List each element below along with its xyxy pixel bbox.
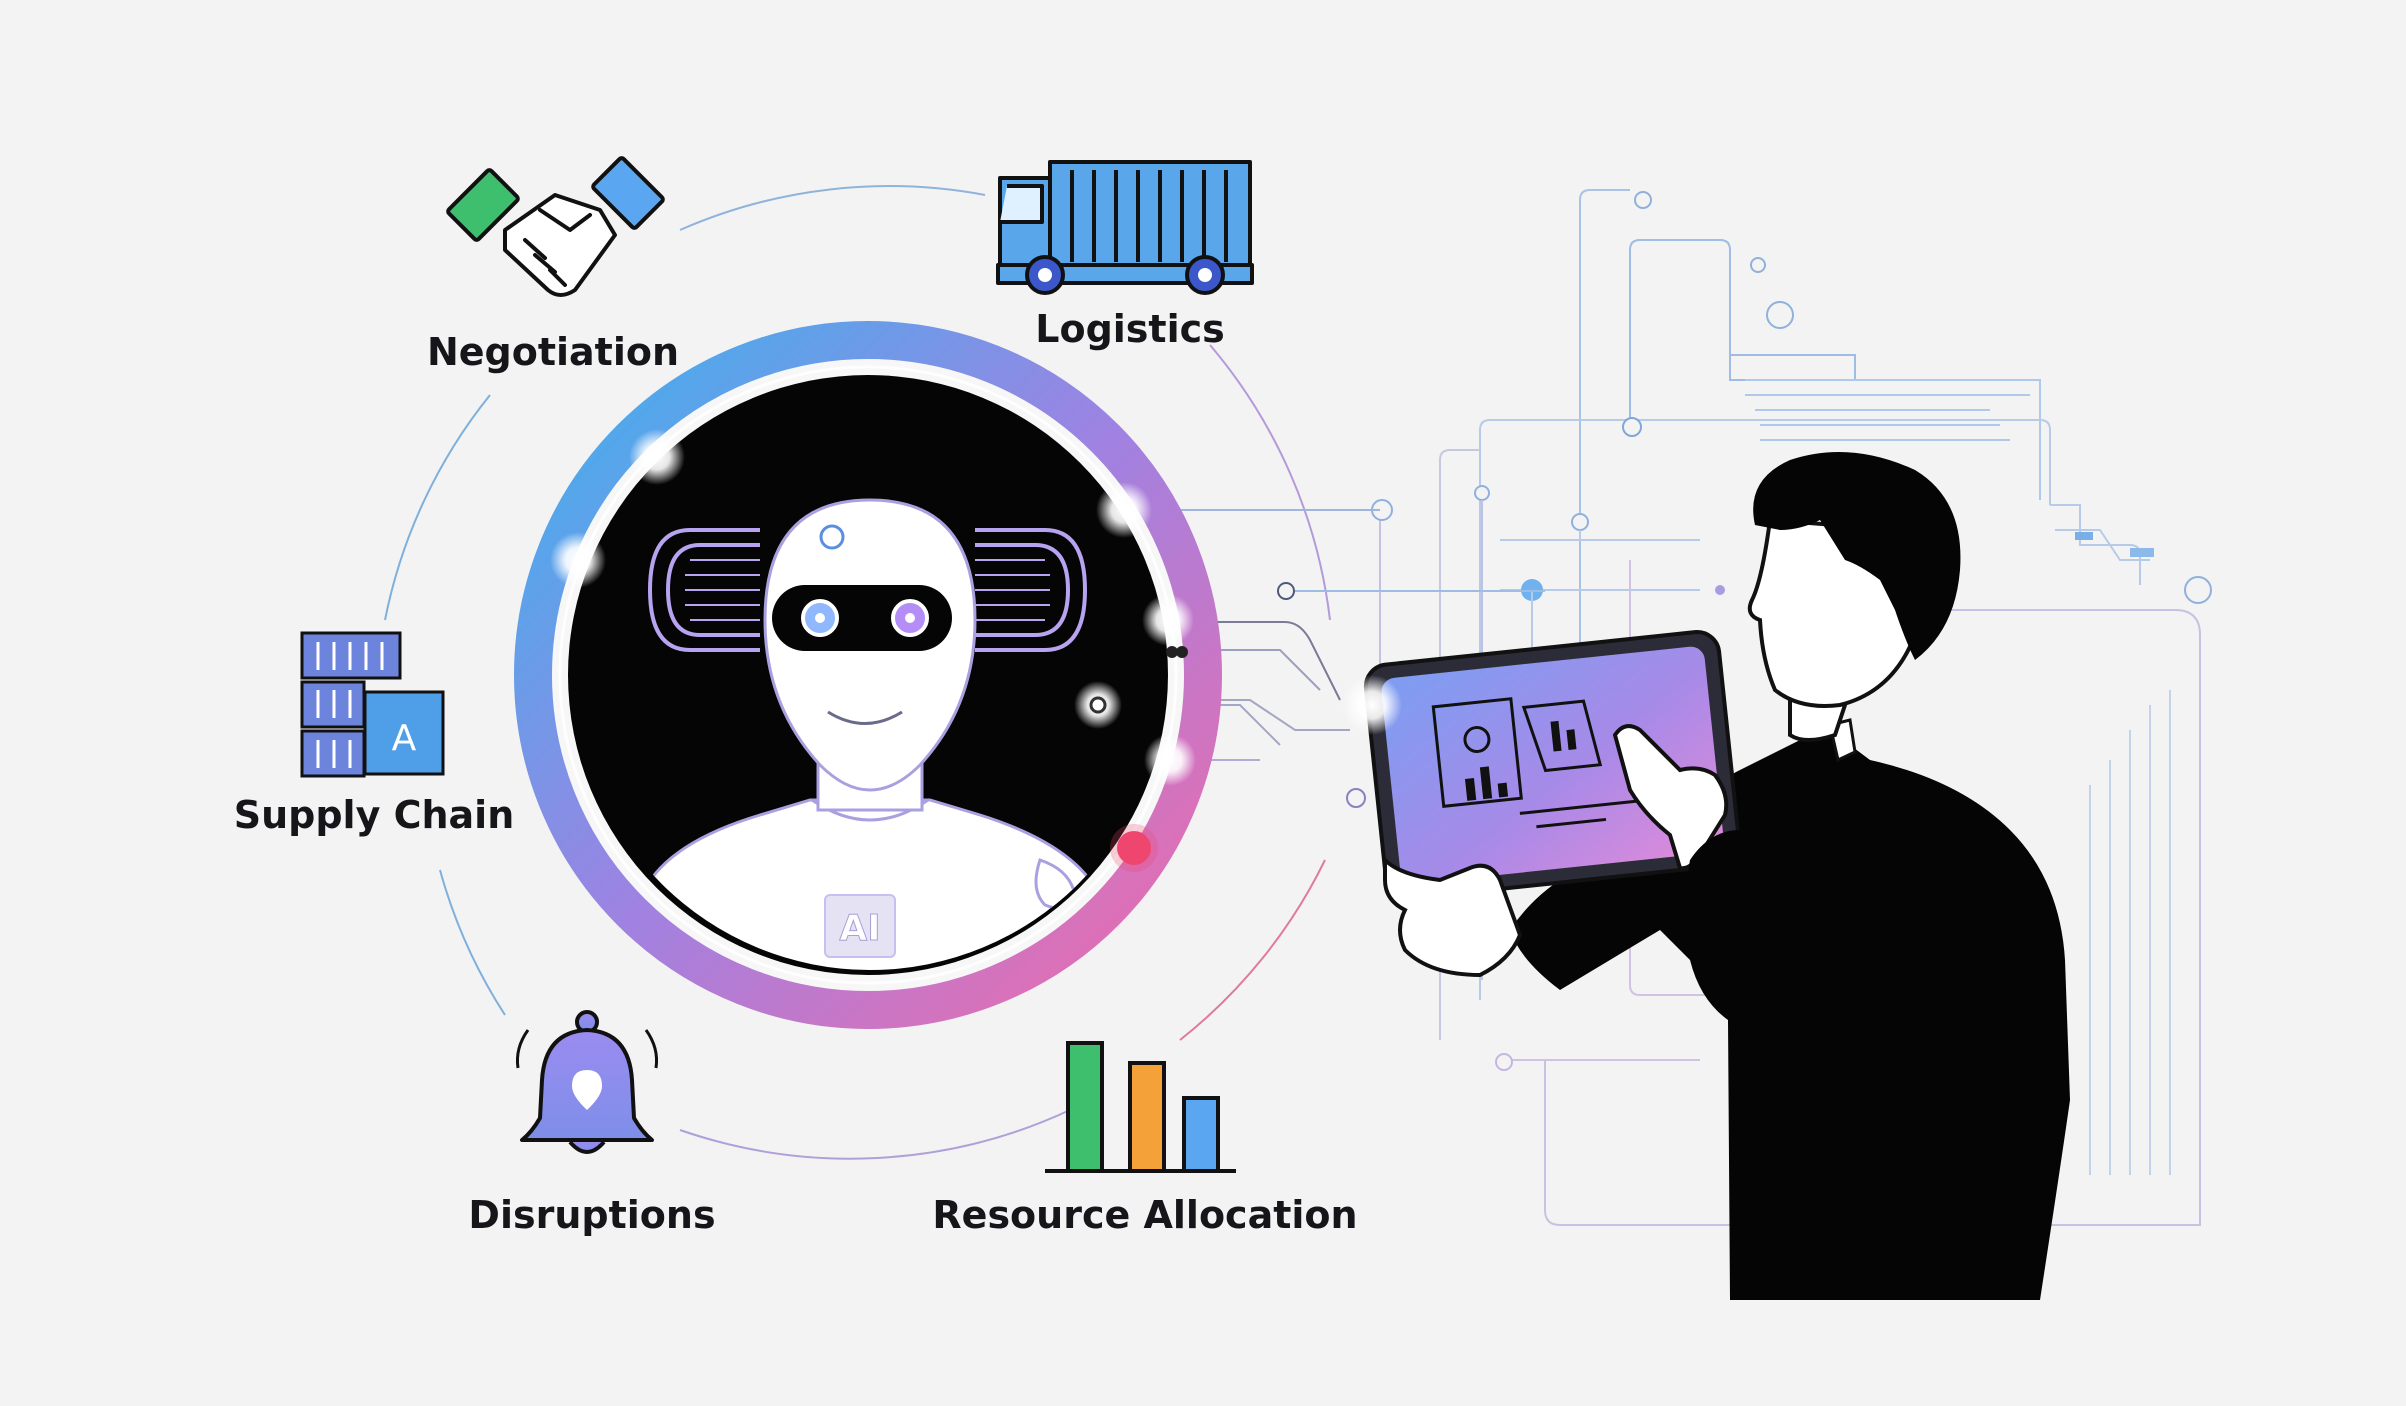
negotiation-node: Negotiation [427, 156, 679, 374]
businessman [1342, 452, 2070, 1300]
logistics-node: Logistics [996, 160, 1254, 351]
orbit-arcs [384, 185, 1331, 1160]
bell-icon [516, 1010, 658, 1154]
handshake-icon [446, 156, 665, 297]
logistics-label: Logistics [1035, 307, 1225, 351]
truck-icon [996, 160, 1254, 295]
robot-ai-badge [824, 894, 896, 958]
supply-chain-node: A Supply Chain [234, 631, 515, 837]
container-badge-label: A [392, 718, 417, 759]
disruptions-node: Disruptions [468, 1010, 716, 1237]
resource-allocation-node: Resource Allocation [932, 1041, 1358, 1237]
businessman-right-hand [1612, 724, 1729, 871]
businessman-left-hand [1383, 855, 1523, 978]
circuit-lines [1070, 189, 2212, 1226]
supply-chain-label: Supply Chain [234, 793, 515, 837]
containers-icon [300, 631, 445, 778]
robot-antenna-dot [819, 524, 845, 550]
businessman-hair [1753, 452, 1961, 660]
tablet [1363, 630, 1742, 901]
robot-headphones [647, 528, 1088, 652]
resource-allocation-label: Resource Allocation [932, 1193, 1357, 1237]
negotiation-label: Negotiation [427, 330, 679, 374]
ai-portrait: AI [514, 321, 1222, 1029]
bar-chart-icon [1045, 1041, 1236, 1173]
robot-ai-badge-label: AI [839, 908, 880, 949]
disruptions-label: Disruptions [468, 1193, 715, 1237]
